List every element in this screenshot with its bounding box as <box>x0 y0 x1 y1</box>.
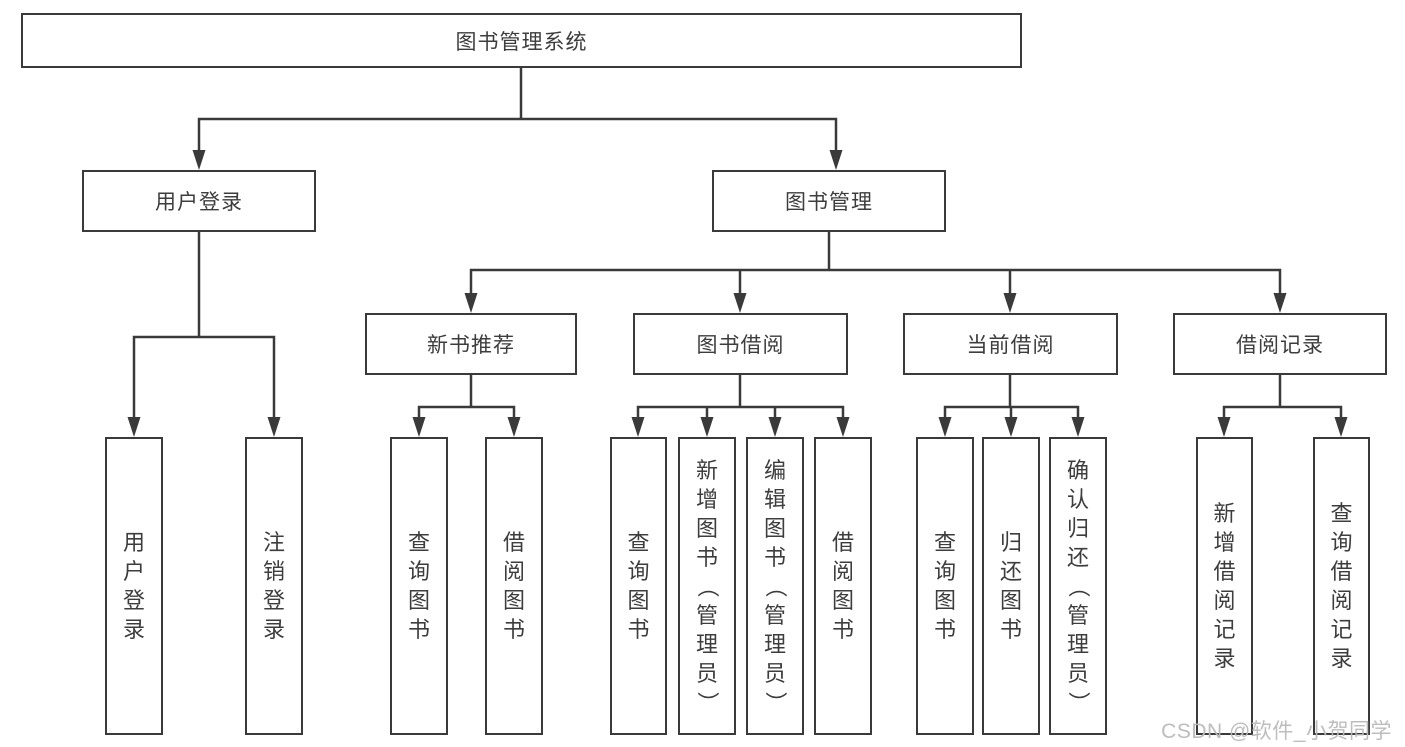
leaf-borrow-books-recommend-label: 借阅图书 <box>502 530 525 642</box>
leaf-edit-books-admin-label: 编辑图书（管理员） <box>762 457 788 714</box>
leaf-user-login-label: 用户登录 <box>122 530 145 642</box>
arrow-down-icon <box>464 293 478 313</box>
node-book-management: 图书管理 <box>712 170 946 232</box>
leaf-add-borrow-record-label: 新增借阅记录 <box>1213 501 1236 671</box>
arrow-down-icon <box>768 417 782 437</box>
leaf-query-books-borrowing: 查询图书 <box>610 437 667 735</box>
node-current-borrowing-label: 当前借阅 <box>966 334 1055 357</box>
leaf-query-books-recommend: 查询图书 <box>390 437 448 735</box>
arrow-down-icon <box>829 150 843 170</box>
leaf-add-books-admin: 新增图书（管理员） <box>678 437 736 735</box>
leaf-edit-books-admin: 编辑图书（管理员） <box>746 437 804 735</box>
leaf-logout: 注销登录 <box>245 437 303 735</box>
arrow-down-icon <box>507 417 521 437</box>
arrow-down-icon <box>700 417 714 437</box>
node-book-borrowing-label: 图书借阅 <box>696 334 785 357</box>
arrow-down-icon <box>1071 417 1085 437</box>
leaf-return-books: 归还图书 <box>982 437 1040 735</box>
leaf-query-books-current-label: 查询图书 <box>933 530 956 642</box>
leaf-query-books-current: 查询图书 <box>916 437 974 735</box>
leaf-query-books-borrowing-label: 查询图书 <box>627 530 650 642</box>
arrow-down-icon <box>631 417 645 437</box>
node-borrow-records: 借阅记录 <box>1173 313 1387 375</box>
node-new-book-recommend: 新书推荐 <box>365 313 577 375</box>
arrow-down-icon <box>1217 417 1231 437</box>
node-user-login-label: 用户登录 <box>155 191 243 214</box>
node-borrow-records-label: 借阅记录 <box>1236 334 1324 357</box>
leaf-add-borrow-record: 新增借阅记录 <box>1196 437 1253 735</box>
node-root-label: 图书管理系统 <box>455 30 588 54</box>
node-book-borrowing: 图书借阅 <box>633 313 848 375</box>
arrow-down-icon <box>1273 293 1287 313</box>
arrow-down-icon <box>733 293 747 313</box>
arrow-down-icon <box>1003 293 1017 313</box>
leaf-return-books-label: 归还图书 <box>999 530 1022 642</box>
leaf-confirm-return-admin: 确认归还（管理员） <box>1049 437 1107 735</box>
arrow-down-icon <box>192 150 206 170</box>
leaf-user-login: 用户登录 <box>105 437 163 735</box>
arrow-down-icon <box>1334 417 1348 437</box>
arrow-down-icon <box>938 417 952 437</box>
watermark: CSDN @软件_小贺同学 <box>1161 720 1392 743</box>
leaf-query-borrow-record-label: 查询借阅记录 <box>1330 501 1353 671</box>
node-user-login: 用户登录 <box>82 170 316 232</box>
node-current-borrowing: 当前借阅 <box>903 313 1118 375</box>
node-root: 图书管理系统 <box>21 13 1022 68</box>
arrow-down-icon <box>267 417 281 437</box>
leaf-query-borrow-record: 查询借阅记录 <box>1313 437 1370 735</box>
leaf-borrow-books-recommend: 借阅图书 <box>485 437 543 735</box>
leaf-confirm-return-admin-label: 确认归还（管理员） <box>1065 457 1091 714</box>
node-new-book-recommend-label: 新书推荐 <box>427 334 515 357</box>
leaf-add-books-admin-label: 新增图书（管理员） <box>694 457 720 714</box>
leaf-query-books-recommend-label: 查询图书 <box>407 530 430 642</box>
leaf-logout-label: 注销登录 <box>262 530 285 642</box>
leaf-borrow-books-borrowing-label: 借阅图书 <box>831 530 854 642</box>
leaf-borrow-books-borrowing: 借阅图书 <box>814 437 872 735</box>
arrow-down-icon <box>836 417 850 437</box>
arrow-down-icon <box>1004 417 1018 437</box>
arrow-down-icon <box>412 417 426 437</box>
arrow-down-icon <box>127 417 141 437</box>
node-book-management-label: 图书管理 <box>785 191 873 214</box>
